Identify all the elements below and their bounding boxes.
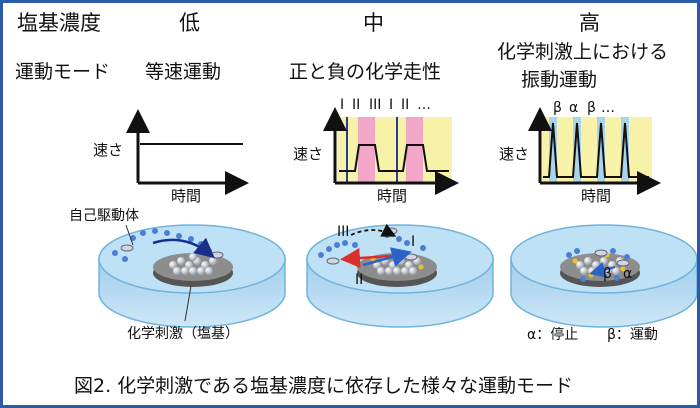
- high-blue-band-1: [549, 117, 557, 183]
- low-dish: [98, 224, 286, 328]
- high-dish: [510, 224, 697, 328]
- high-oscillation-arrow: [589, 262, 616, 278]
- self-propelled-leader: [125, 224, 134, 246]
- mid-marker-II: II: [352, 97, 361, 113]
- mid-dish-label-III: III: [337, 224, 350, 240]
- mid-pink-band-2: [406, 117, 423, 183]
- mid-mode: 正と負の化学走性: [289, 61, 442, 83]
- high-mode-line1: 化学刺激上における: [497, 41, 669, 63]
- high-speed-trace: [543, 122, 649, 178]
- high-dish-label-beta: β: [603, 266, 612, 282]
- diagram-drawing: [98, 107, 697, 328]
- low-label: 低: [179, 11, 200, 35]
- high-marker-ellipsis: …: [601, 100, 615, 116]
- self-propelled-body-2: [210, 251, 224, 259]
- legend-beta-move: β：運動: [607, 327, 658, 343]
- low-motion-arrow: [152, 237, 215, 259]
- stimulus-leader: [184, 285, 192, 322]
- self-propelled-body-1: [120, 244, 134, 252]
- mid-label: 中: [363, 11, 384, 35]
- high-dish-label-alpha: α: [623, 266, 633, 282]
- mid-marker-III: III: [369, 97, 382, 113]
- mid-graph-xlabel: 時間: [377, 187, 408, 205]
- low-mode: 等速運動: [145, 61, 222, 83]
- high-blue-band-2: [573, 117, 581, 183]
- low-speed-graph: [126, 109, 249, 195]
- self-propelled-label: 自己駆動体: [69, 208, 139, 224]
- high-marker-beta: β: [553, 100, 562, 116]
- mid-marker-II2: II: [401, 97, 410, 113]
- mid-arrow-III: [350, 223, 397, 237]
- high-graph-xlabel: 時間: [581, 187, 612, 205]
- mid-arrow-I: [362, 247, 412, 267]
- high-blue-band-4: [621, 117, 629, 183]
- legend-alpha-stop: α：停止: [527, 327, 579, 343]
- mid-dish-label-I: I: [411, 234, 416, 250]
- mid-speed-trace: [339, 144, 449, 172]
- high-graph-ylabel: 速さ: [499, 145, 530, 163]
- mid-dish-label-II: II: [355, 272, 364, 288]
- concentration-label: 塩基濃度: [17, 11, 101, 35]
- high-speed-graph: [528, 107, 661, 195]
- chemical-stimulus-label: 化学刺激（塩基）: [127, 326, 239, 342]
- high-blue-band-3: [597, 117, 605, 183]
- mid-dish: [306, 223, 494, 328]
- high-label: 高: [579, 11, 600, 35]
- mid-yellow-band: [337, 117, 452, 183]
- mid-marker-I: I: [340, 97, 345, 113]
- low-graph-xlabel: 時間: [171, 187, 202, 205]
- motion-mode-label: 運動モード: [15, 61, 111, 83]
- high-marker-alpha: α: [569, 100, 579, 116]
- high-marker-beta2: β: [587, 100, 596, 116]
- mid-pink-band-1: [358, 117, 375, 183]
- mid-marker-ellipsis: …: [417, 97, 431, 113]
- mid-marker-I2: I: [389, 97, 394, 113]
- high-mode-line2: 振動運動: [521, 69, 598, 91]
- low-graph-ylabel: 速さ: [93, 141, 124, 159]
- figure-caption: 図2. 化学刺激である塩基濃度に依存した様々な運動モード: [74, 375, 573, 397]
- mid-speed-graph: [323, 107, 459, 195]
- mid-graph-ylabel: 速さ: [293, 145, 324, 163]
